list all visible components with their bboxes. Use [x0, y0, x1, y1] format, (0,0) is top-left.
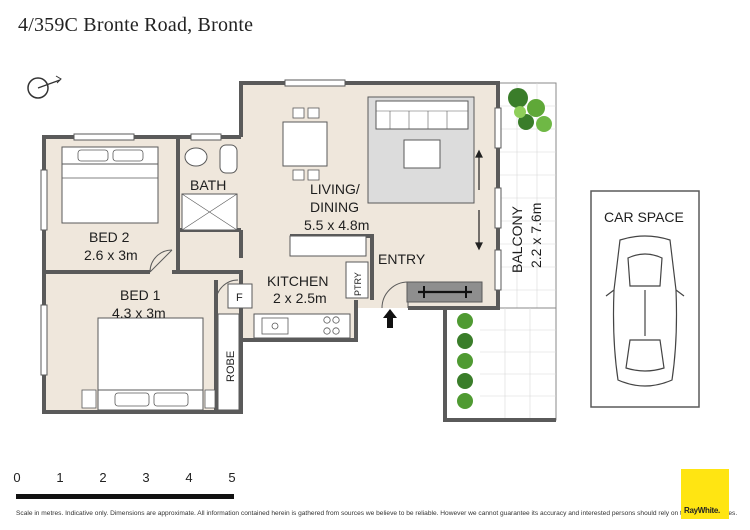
fridge-box: [227, 283, 253, 309]
living-label-line1: LIVING/: [310, 181, 360, 197]
bath-fixtures: [181, 144, 238, 231]
kitchen-label: KITCHEN: [267, 273, 328, 289]
bath-label: BATH: [190, 177, 226, 193]
entry-label: ENTRY: [378, 251, 426, 267]
door-swings: [149, 249, 409, 309]
north-compass-icon: [27, 75, 62, 99]
planter-tiles: [480, 308, 556, 420]
plant-cluster-icon: [508, 88, 552, 132]
bed2-label: BED 2: [89, 229, 130, 245]
bed1-size: 4.3 x 3m: [112, 305, 166, 321]
scale-tick-4: 4: [185, 470, 193, 485]
raywhite-logo: RayWhite.: [681, 469, 729, 519]
windows: [40, 79, 502, 376]
car-icon: [605, 235, 685, 387]
bed2-size: 2.6 x 3m: [84, 247, 138, 263]
car-space-label: CAR SPACE: [604, 209, 684, 225]
scale-tick-1: 1: [56, 470, 64, 485]
disclaimer-text: Scale in metres. Indicative only. Dimens…: [16, 510, 738, 517]
sliding-door-arrows: [475, 149, 483, 251]
robe-cabinet: [217, 313, 240, 411]
floor-plan: BATH LIVING/ DINING 5.5 x 4.8m BED 2 2.6…: [27, 75, 700, 422]
pantry-box: [345, 261, 369, 299]
scale-bar-line: [16, 494, 234, 499]
kitchen-counter: [253, 235, 367, 339]
fridge-label: F: [236, 292, 243, 304]
bed-1-furniture: [81, 317, 216, 411]
kitchen-size: 2 x 2.5m: [273, 290, 327, 306]
logo-text: RayWhite.: [684, 506, 720, 515]
robe-label: ROBE: [225, 351, 237, 382]
walls: [42, 81, 556, 422]
scale-tick-2: 2: [99, 470, 107, 485]
lounge-set: [367, 96, 475, 204]
bed1-label: BED 1: [120, 287, 161, 303]
living-size: 5.5 x 4.8m: [304, 217, 369, 233]
planter-shrubs-icon: [457, 313, 473, 409]
entry-arrow-icon: [383, 309, 397, 328]
listing-title: 4/359C Bronte Road, Bronte: [18, 14, 254, 36]
balcony-size: 2.2 x 7.6m: [528, 203, 544, 268]
balcony-label: BALCONY: [509, 205, 525, 273]
scale-tick-5: 5: [228, 470, 236, 485]
dining-table: [282, 107, 328, 181]
pantry-label: PTRY: [353, 272, 363, 296]
scale-bar: 0 1 2 3 4 5: [13, 470, 236, 500]
scale-tick-3: 3: [142, 470, 150, 485]
scale-tick-0: 0: [13, 470, 21, 485]
entry-console: [406, 281, 483, 303]
living-label-line2: DINING: [310, 199, 359, 215]
bed-2-furniture: [61, 146, 159, 224]
